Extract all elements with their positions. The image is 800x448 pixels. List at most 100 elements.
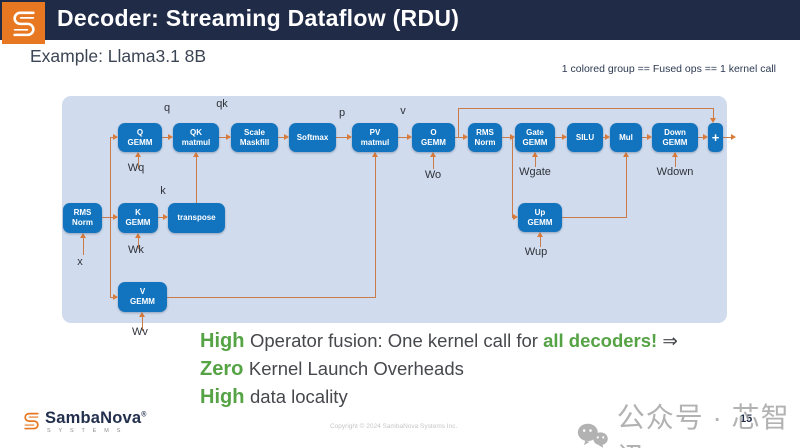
dataflow-canvas: Q GEMM QK matmul Scale Maskfill Softmax PV m…	[62, 96, 736, 338]
arrowhead-up-icon	[531, 152, 538, 157]
copyright-text: Copyright © 2024 SambaNova Systems Inc.	[330, 423, 458, 430]
footer-brand-name: SambaNova®	[45, 409, 147, 428]
edge-segment	[723, 137, 733, 138]
highlight-text: data locality	[250, 386, 348, 407]
highlights: High Operator fusion: One kernel call fo…	[200, 327, 678, 411]
highlight-keyword: High	[200, 330, 250, 352]
node-k-gemm: K GEMM	[118, 203, 158, 233]
footer-sambanova-mark-icon	[24, 412, 39, 430]
arrowhead-right-icon	[162, 213, 168, 220]
fusion-legend: 1 colored group == Fused ops == 1 kernel…	[561, 63, 776, 75]
arrowhead-up-icon	[79, 233, 86, 238]
arrowhead-right-icon	[112, 133, 118, 140]
arrowhead-right-icon	[561, 133, 567, 140]
arrowhead-up-icon	[622, 152, 629, 157]
arrowhead-down-icon	[709, 117, 716, 123]
node-gate-gemm: Gate GEMM	[515, 123, 555, 152]
arrowhead-right-icon	[512, 213, 518, 220]
edge-segment	[138, 238, 139, 249]
node-rms-norm-1: RMS Norm	[63, 203, 102, 233]
node-q-gemm: Q GEMM	[118, 123, 162, 152]
edge-label-v: v	[400, 105, 406, 117]
highlight-keyword: all decoders!	[543, 330, 658, 351]
edge-segment	[555, 137, 565, 138]
edge-segment	[675, 157, 676, 167]
edge-segment	[83, 238, 84, 255]
edge-segment	[512, 137, 513, 217]
edge-segment	[138, 157, 139, 169]
highlight-line: High Operator fusion: One kernel call fo…	[200, 327, 678, 355]
node-transpose: transpose	[168, 203, 225, 233]
node-down-gemm: Down GEMM	[652, 123, 698, 152]
edge-segment	[458, 108, 459, 137]
arrowhead-right-icon	[167, 133, 173, 140]
node-up-gemm: Up GEMM	[518, 203, 562, 232]
edge-segment	[562, 217, 627, 218]
arrowhead-right-icon	[730, 133, 736, 140]
arrowhead-right-icon	[112, 293, 118, 300]
arrowhead-right-icon	[346, 133, 352, 140]
edge-segment	[196, 157, 197, 203]
edge-segment	[698, 137, 706, 138]
arrowhead-right-icon	[406, 133, 412, 140]
page-title: Decoder: Streaming Dataflow (RDU)	[57, 5, 460, 31]
edge-label-k: k	[160, 185, 166, 197]
edge-segment	[278, 137, 287, 138]
edge-segment	[336, 137, 350, 138]
sambanova-s-mark-icon	[12, 11, 35, 37]
node-o-gemm: O GEMM	[412, 123, 455, 152]
edge-segment	[626, 157, 627, 217]
edge-segment	[158, 217, 166, 218]
node-add: +	[708, 123, 723, 152]
page-number: 15	[740, 413, 753, 425]
edge-segment	[167, 297, 376, 298]
arrowhead-up-icon	[371, 152, 378, 157]
edge-segment	[642, 137, 650, 138]
arrowhead-right-icon	[604, 133, 610, 140]
arrowhead-right-icon	[112, 213, 118, 220]
edge-segment	[713, 108, 714, 119]
node-scale-maskfill: Scale Maskfill	[231, 123, 278, 152]
header-bar: Decoder: Streaming Dataflow (RDU)	[0, 0, 800, 40]
arrowhead-right-icon	[462, 133, 468, 140]
edge-segment	[502, 137, 513, 138]
edge-label-Wk: Wk	[128, 244, 144, 256]
edge-segment	[375, 157, 376, 297]
edge-segment	[162, 137, 171, 138]
highlight-keyword: High	[200, 386, 250, 408]
arrowhead-right-icon	[702, 133, 708, 140]
node-softmax: Softmax	[289, 123, 336, 152]
node-qk-matmul: QK matmul	[173, 123, 219, 152]
edge-label-Wq: Wq	[127, 162, 145, 174]
arrowhead-up-icon	[138, 312, 145, 317]
edge-segment	[455, 137, 466, 138]
node-rms-norm-2: RMS Norm	[468, 123, 502, 152]
edge-label-Wo: Wo	[424, 169, 442, 181]
edge-segment	[142, 317, 143, 331]
sambanova-logo-icon	[2, 2, 45, 44]
watermark: 公众号 · 芯智讯	[576, 396, 800, 448]
edge-segment	[535, 157, 536, 167]
edge-label-qk: qk	[216, 98, 228, 110]
edge-label-Wv: Wv	[132, 326, 148, 338]
arrowhead-up-icon	[192, 152, 199, 157]
highlight-line: High data locality	[200, 383, 678, 411]
node-pv-matmul: PV matmul	[352, 123, 398, 152]
edge-label-x: x	[77, 256, 83, 268]
edge-segment	[398, 137, 410, 138]
edge-label-q: q	[163, 102, 171, 114]
arrowhead-right-icon	[646, 133, 652, 140]
highlight-keyword: Zero	[200, 358, 249, 380]
wechat-icon	[577, 423, 608, 448]
arrowhead-right-icon	[509, 133, 515, 140]
edge-segment	[219, 137, 229, 138]
edge-label-p: p	[338, 107, 346, 119]
arrowhead-up-icon	[429, 152, 436, 157]
registered-mark: ®	[141, 411, 147, 419]
arrowhead-right-icon	[283, 133, 289, 140]
arrowhead-up-icon	[134, 152, 141, 157]
arrowhead-right-icon	[225, 133, 231, 140]
footer-brand-word: SambaNova	[45, 409, 142, 427]
highlight-line: Zero Kernel Launch Overheads	[200, 355, 678, 383]
